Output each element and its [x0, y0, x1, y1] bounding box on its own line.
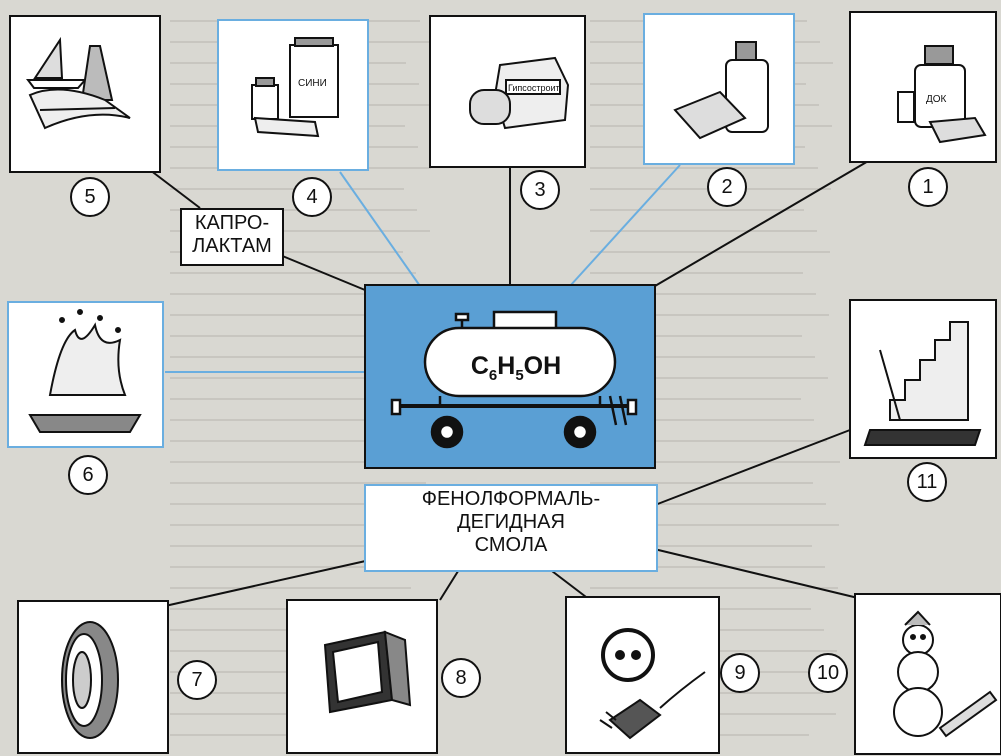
number-10: 10: [808, 653, 848, 693]
radio-housing-icon: [325, 632, 410, 712]
product-box-2: [644, 14, 794, 164]
resin-label: ФЕНОЛФОРМАЛЬ- ДЕГИДНАЯ СМОЛА: [364, 484, 658, 572]
number-11: 11: [907, 462, 947, 502]
caprolactam-line-1: КАПРО-: [182, 212, 282, 235]
number-3: 3: [520, 170, 560, 210]
number-2: 2: [707, 167, 747, 207]
resin-line-2: ДЕГИДНАЯ: [366, 511, 656, 534]
number-1: 1: [908, 167, 948, 207]
connector-1-center: [655, 160, 870, 286]
formula-c-subscript: 6: [489, 367, 497, 384]
connector-resin-10: [650, 548, 858, 598]
caprolactam-line-2: ЛАКТАМ: [182, 235, 282, 258]
formula-h: H: [497, 352, 515, 380]
number-7: 7: [177, 660, 217, 700]
connector-caprolactam-center: [280, 255, 365, 290]
connector-resin-8: [440, 568, 460, 600]
caprolactam-label: КАПРО- ЛАКТАМ: [180, 208, 284, 266]
phenol-formula: C6H5OH: [446, 344, 586, 388]
formula-c: C: [471, 352, 489, 380]
svg-text:СИНИ: СИНИ: [298, 78, 327, 89]
connector-resin-9: [548, 568, 590, 600]
bearing-icon: [62, 622, 118, 738]
connector-2-center: [570, 165, 680, 286]
number-8: 8: [441, 658, 481, 698]
connector-4-center: [340, 172, 420, 286]
resin-line-1: ФЕНОЛФОРМАЛЬ-: [366, 488, 656, 511]
number-9: 9: [720, 653, 760, 693]
number-6: 6: [68, 455, 108, 495]
svg-text:ДОК: ДОК: [926, 94, 947, 105]
formula-oh: OH: [524, 352, 562, 380]
connector-5-caprolactam: [150, 170, 200, 208]
number-4: 4: [292, 177, 332, 217]
resin-line-3: СМОЛА: [366, 534, 656, 557]
formula-h-subscript: 5: [515, 367, 523, 384]
svg-text:Гипсостроит: Гипсостроит: [508, 83, 560, 93]
connector-11-resin: [655, 430, 850, 505]
number-5: 5: [70, 177, 110, 217]
